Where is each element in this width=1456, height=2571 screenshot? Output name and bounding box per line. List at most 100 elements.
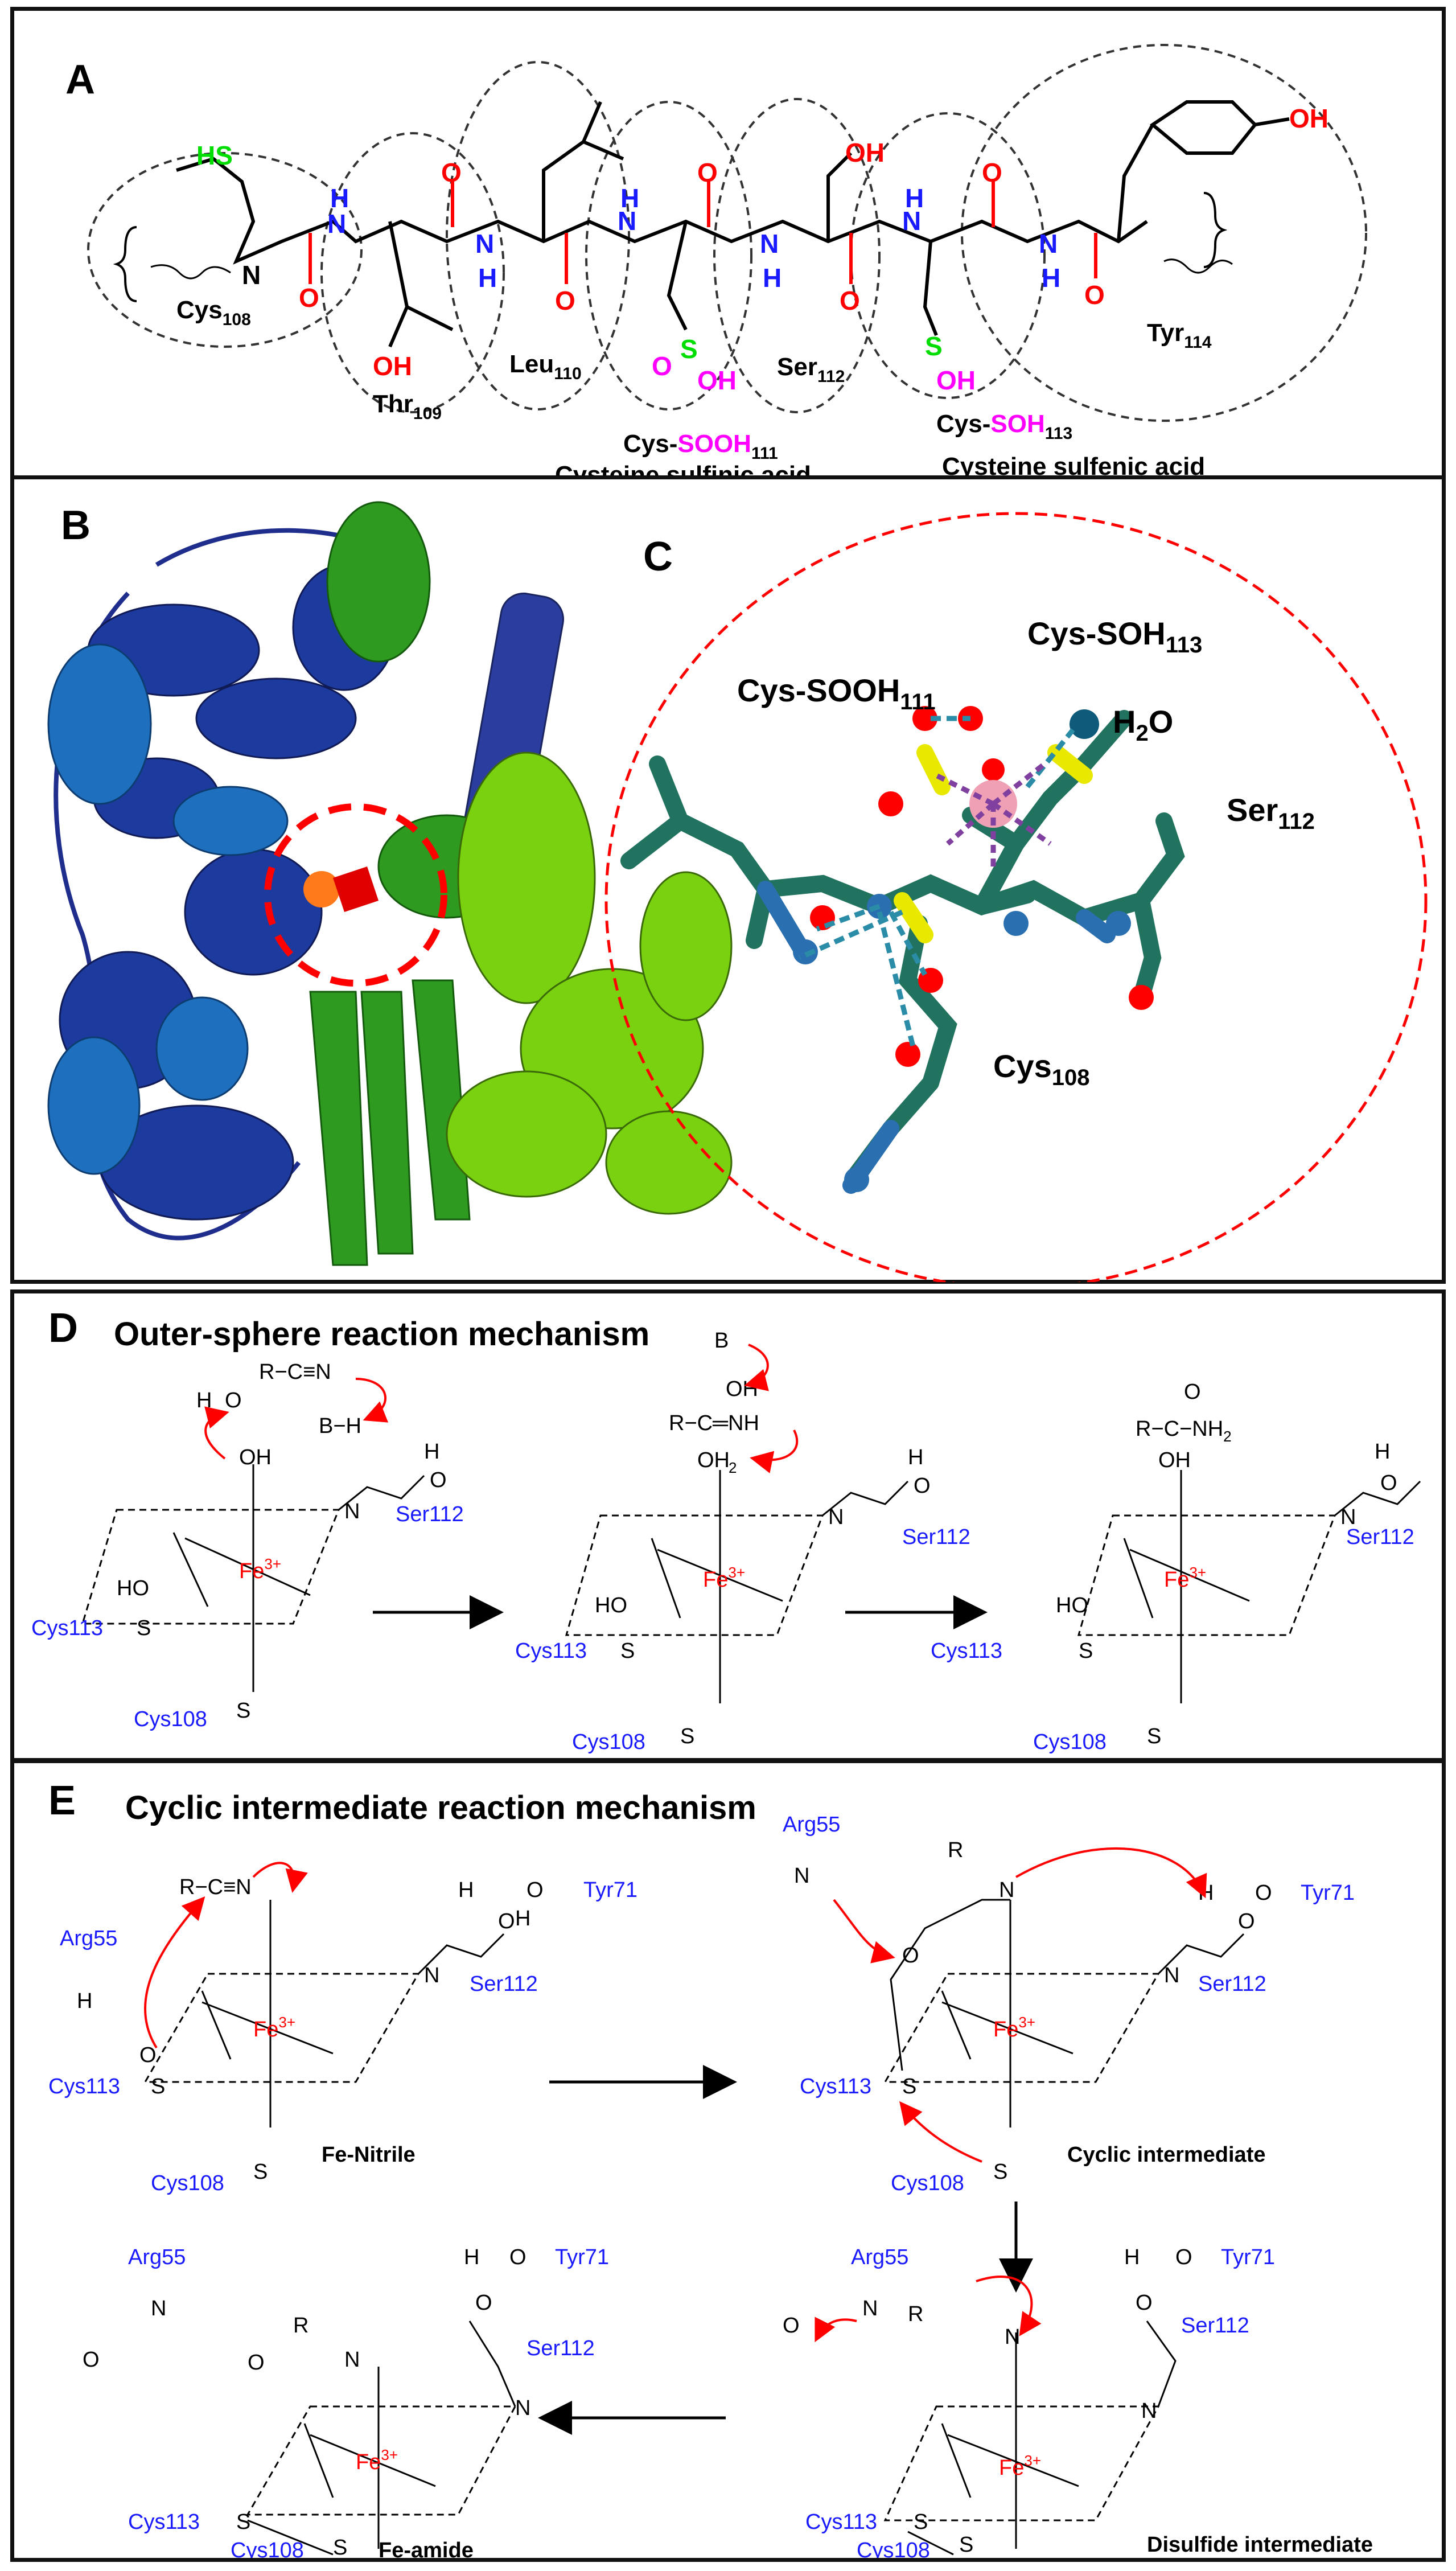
svg-text:R: R [948, 1838, 963, 1862]
svg-text:O: O [475, 2291, 492, 2315]
svg-text:O: O [1238, 1909, 1255, 1933]
svg-text:O: O [498, 1909, 515, 1933]
svg-text:Cys-SOOH111: Cys-SOOH111 [737, 672, 936, 714]
svg-text:H: H [515, 1907, 530, 1931]
svg-text:Ser112: Ser112 [396, 1502, 464, 1526]
svg-text:Ser112: Ser112 [902, 1525, 970, 1549]
svg-text:OH: OH [1289, 104, 1329, 133]
water-molecule [1070, 709, 1099, 739]
svg-text:S: S [137, 1616, 151, 1640]
svg-text:S: S [151, 2075, 165, 2098]
svg-text:N: N [1164, 1964, 1179, 1987]
svg-text:S: S [253, 2160, 268, 2184]
svg-text:R: R [908, 2302, 923, 2326]
svg-text:Cys113: Cys113 [128, 2510, 200, 2534]
svg-text:H: H [330, 183, 349, 213]
svg-text:O: O [430, 1468, 447, 1492]
svg-text:S: S [236, 1699, 250, 1723]
svg-text:Cys-SOH113: Cys-SOH113 [936, 410, 1072, 443]
svg-text:H: H [196, 1389, 212, 1412]
svg-text:2: 2 [729, 1459, 737, 1476]
svg-text:N: N [862, 2297, 878, 2321]
svg-text:O: O [509, 2245, 527, 2269]
svg-text:Cyclic intermediate: Cyclic intermediate [1067, 2143, 1265, 2167]
svg-text:S: S [1079, 1639, 1093, 1663]
svg-text:Cysteine sulfenic acid: Cysteine sulfenic acid [942, 453, 1205, 475]
svg-text:N: N [1039, 229, 1058, 258]
svg-text:Tyr71: Tyr71 [1221, 2245, 1275, 2269]
svg-text:O: O [1175, 2245, 1192, 2269]
svg-text:OH: OH [845, 138, 885, 167]
svg-text:N: N [475, 229, 494, 258]
svg-text:Tyr71: Tyr71 [583, 1878, 637, 1902]
svg-text:Cys108: Cys108 [231, 2539, 304, 2558]
svg-text:Ser112: Ser112 [1198, 1972, 1266, 1996]
svg-text:Ser112: Ser112 [1346, 1525, 1414, 1549]
svg-text:S: S [959, 2533, 973, 2557]
svg-text:O: O [1184, 1380, 1201, 1404]
svg-text:HO: HO [595, 1593, 627, 1617]
svg-text:H: H [620, 183, 639, 213]
svg-text:O: O [139, 2043, 157, 2067]
svg-text:Arg55: Arg55 [783, 1813, 840, 1837]
svg-text:OH: OH [697, 1448, 730, 1472]
svg-text:O: O [83, 2348, 100, 2372]
svg-text:N: N [151, 2297, 166, 2321]
svg-text:O: O [441, 158, 462, 187]
zoom-ellipse [604, 512, 1428, 1282]
svg-text:Cys108: Cys108 [572, 1730, 645, 1754]
panel-bc: B C [10, 475, 1446, 1284]
svg-text:Fe3+: Fe3+ [239, 1555, 281, 1583]
svg-text:Fe-amide: Fe-amide [379, 2539, 474, 2558]
svg-text:Cys108: Cys108 [134, 1707, 207, 1731]
thr109-ellipse [320, 132, 505, 413]
svg-text:Tyr71: Tyr71 [1301, 1881, 1355, 1905]
cys108-ellipse [87, 152, 363, 348]
leu110-ellipse [446, 61, 630, 410]
svg-text:N: N [515, 2396, 530, 2420]
svg-text:N: N [1141, 2399, 1157, 2423]
protein-cartoon [47, 501, 733, 1266]
svg-text:H: H [77, 1989, 92, 2013]
svg-text:H: H [458, 1878, 474, 1902]
svg-text:S: S [620, 1639, 635, 1663]
panel-e: E Cyclic intermediate reaction mechanism… [10, 1759, 1446, 2562]
svg-text:Cys-SOOH111: Cys-SOOH111 [623, 430, 778, 463]
svg-text:OH: OH [239, 1445, 272, 1469]
svg-text:Cys113: Cys113 [805, 2510, 877, 2534]
svg-text:OH: OH [726, 1377, 758, 1401]
svg-text:Tyr71: Tyr71 [555, 2245, 609, 2269]
svg-text:H: H [908, 1445, 923, 1469]
svg-text:S: S [236, 2510, 250, 2534]
svg-text:Cys113: Cys113 [800, 2075, 871, 2098]
svg-text:S: S [1147, 1724, 1161, 1748]
svg-text:Fe-Nitrile: Fe-Nitrile [322, 2143, 416, 2167]
svg-text:HS: HS [196, 141, 233, 170]
svg-text:R−C−NH2: R−C−NH2 [1136, 1417, 1232, 1445]
cys113-ellipse [850, 112, 1046, 399]
svg-text:O: O [299, 283, 319, 313]
svg-text:S: S [902, 2075, 916, 2098]
panel-e-label: E [48, 1778, 76, 1823]
svg-text:Cys108: Cys108 [993, 1048, 1089, 1090]
active-site-outline [264, 803, 447, 987]
svg-text:Cys108: Cys108 [176, 296, 251, 329]
svg-text:B: B [714, 1329, 729, 1353]
svg-text:Ser112: Ser112 [470, 1972, 538, 1996]
svg-text:Fe3+: Fe3+ [999, 2452, 1041, 2480]
panel-a-label: A [65, 57, 95, 102]
svg-text:S: S [993, 2160, 1007, 2184]
svg-text:O: O [1084, 280, 1105, 310]
svg-text:N: N [424, 1964, 439, 1987]
svg-text:H: H [1124, 2245, 1140, 2269]
svg-text:Arg55: Arg55 [60, 1927, 117, 1950]
svg-text:N: N [794, 1864, 809, 1888]
svg-text:N: N [618, 206, 636, 236]
svg-text:H: H [424, 1440, 439, 1464]
svg-text:Fe3+: Fe3+ [253, 2014, 295, 2042]
svg-text:OH: OH [1158, 1448, 1191, 1472]
svg-text:S: S [680, 334, 698, 364]
svg-text:S: S [680, 1724, 694, 1748]
svg-text:O: O [248, 2351, 265, 2375]
cys111-ellipse [585, 101, 752, 410]
